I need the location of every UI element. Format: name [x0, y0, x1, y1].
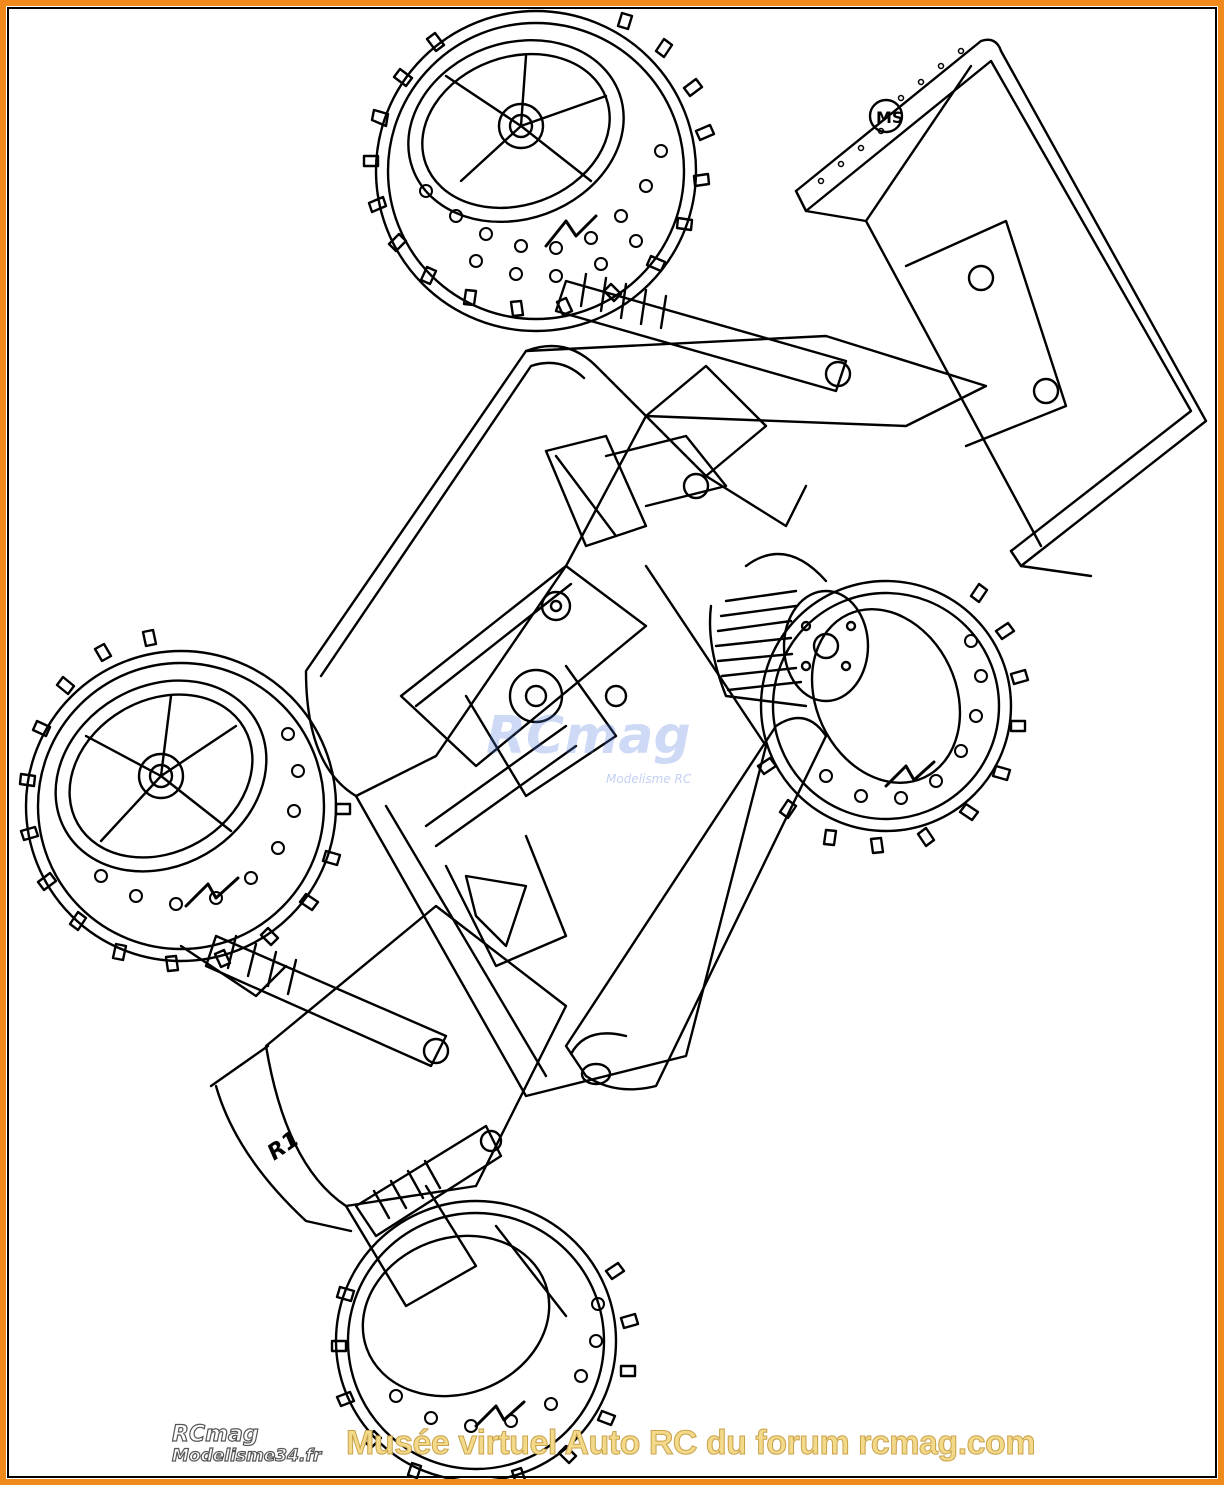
rear-shock [354, 1124, 503, 1238]
wheel-top [362, 9, 716, 333]
footer-logo-site: Modelisme34.fr [171, 1446, 322, 1466]
engine [708, 552, 870, 708]
front-left-shock [204, 934, 450, 1068]
wing-logo-text: MS [876, 108, 903, 127]
wheel-bottom [330, 1199, 640, 1479]
buggy-line-drawing: MS [18, 9, 1208, 1479]
rear-wing: MS [794, 38, 1208, 578]
watermark-main: RCmag [486, 706, 691, 766]
center-components [399, 434, 728, 968]
chassis-logo-text: R1 [263, 1127, 304, 1166]
exhaust-pipe [564, 716, 828, 1091]
footer-logo: RCmag Modelisme34.fr [171, 1422, 322, 1466]
chassis [209, 334, 988, 1233]
suspension-arms: R1 [179, 364, 808, 1318]
watermark-sub: Modelisme RC [606, 772, 692, 786]
footer-caption: Musée virtuel Auto RC du forum rcmag.com [346, 1424, 1037, 1463]
front-right-shock [554, 272, 852, 393]
wheel-right [756, 579, 1030, 855]
wheel-left [18, 628, 352, 973]
footer-logo-brand: RCmag [171, 1422, 259, 1447]
